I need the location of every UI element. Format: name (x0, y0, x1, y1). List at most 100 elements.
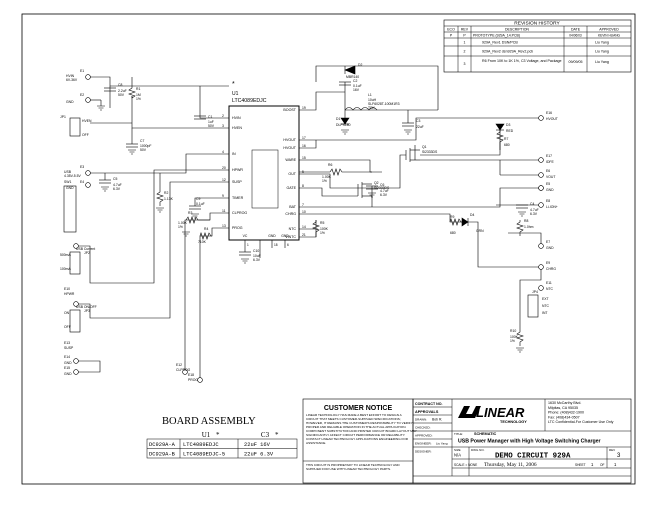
test-point-pad (85, 182, 91, 188)
q1-label: Q1 (422, 145, 427, 149)
d4-led (461, 217, 469, 227)
test-point-pad (73, 243, 79, 249)
e18-label: E18 (188, 373, 194, 377)
test-point-pad (73, 358, 79, 364)
d4-part: GRN (476, 229, 484, 233)
r7-label: R7 (504, 137, 508, 141)
u1-pin-out-num-4: 5 (302, 170, 304, 174)
u1-pin-out-name-4: OUT (288, 172, 296, 176)
u1-pin-ntc-num-8: 14 (302, 225, 306, 229)
e9-net: CHRG (546, 267, 556, 271)
jp1-off: OFF (82, 133, 89, 137)
e11-net: NTC (546, 287, 554, 291)
e5-label: E5 (546, 182, 550, 186)
e17-net: IDFE (546, 160, 554, 164)
rev-col-date: DATE (571, 28, 581, 32)
sheet-label: SHEET (575, 463, 586, 467)
r9-resistor (449, 218, 462, 226)
u1-pin-clprog-name: CLPROG (232, 211, 247, 215)
c1-capacitor (194, 115, 206, 120)
u1-pin-boost-num-0: 19 (302, 106, 306, 110)
u1-part: LTC4089EDJC (232, 98, 267, 104)
d1-label: D1 (336, 117, 340, 121)
test-point-pad (197, 377, 203, 383)
test-point-pad (85, 97, 91, 103)
title-text: USB Power Manager with High Voltage Swit… (458, 439, 601, 445)
rev0-desc: PROTOTYPE (929A_14.PCB) (473, 34, 520, 38)
jp3-off: OFF (64, 325, 71, 329)
engineer-label: ENGINEER: (415, 442, 432, 446)
c8-label: C8 (118, 83, 122, 87)
u1-pin-bottom-name-1: GND (268, 234, 276, 238)
u1-pin-hvin-num: 2 (222, 114, 224, 118)
u1-pin-hvout-num-1: 17 (302, 136, 306, 140)
r4-val: 710K (198, 240, 207, 244)
r6-label: R6 (328, 163, 332, 167)
c4-label: C4 (530, 202, 534, 206)
u1-star: * (232, 81, 235, 88)
r3-resistor (185, 216, 210, 224)
title-kind: SCHEMATIC (474, 432, 497, 436)
rev2-approved: Liu Yang (595, 50, 609, 54)
rev0-approved: KEVIN HUANG (598, 34, 620, 38)
r2-resistor (156, 190, 164, 206)
r2-label: R2 (164, 191, 168, 195)
rev1-rev: 1 (464, 41, 466, 45)
r6-resistor (329, 168, 370, 176)
u1-pin-hvout-name-1: HVOUT (283, 138, 296, 142)
r8-label: R8 (524, 219, 528, 223)
rev-value: 3 (617, 453, 621, 459)
r1-resistor (128, 86, 136, 99)
test-point-pad (182, 369, 188, 375)
e11-label: E11 (546, 281, 552, 285)
c3-capacitor (402, 122, 414, 127)
u1-pin-hvout-name-2: HVOUT (283, 146, 296, 150)
d2-diode (344, 65, 356, 75)
e8-label: E8 (546, 199, 550, 203)
d2-label: D2 (358, 63, 362, 67)
r5-label: R5 (320, 221, 324, 225)
r4-label: R4 (204, 227, 208, 231)
drawn-label: DRAWN: (415, 418, 427, 422)
date-value: Thursday, May 11, 2006 (484, 462, 537, 468)
u1-pin-susp-num: 12 (222, 178, 226, 182)
r3-label: R3 (188, 211, 192, 215)
ba-row1-u1: LTC4089EDJC-5 (183, 452, 225, 458)
customer-notice-footer: THIS CIRCUIT IS PROPRIETARY TO LINEAR TE… (306, 463, 400, 471)
c2-capacitor (339, 81, 351, 86)
e6-label: E6 (546, 169, 550, 173)
e15-net: GND (64, 372, 72, 376)
size-label: SIZE (454, 448, 461, 452)
u1-pin-in-num: 4 (222, 150, 224, 154)
e13-net: SUSP (64, 346, 74, 350)
sheet-total: 1 (614, 462, 617, 467)
ba-star-c3: * (275, 431, 279, 439)
u1-pin-hpwr-num: 20 (222, 166, 226, 170)
u1-pin-hvout-num-2: 16 (302, 144, 306, 148)
title-block: CONTRACT NO. APPROVALS DRAWN: Bob R. CHE… (412, 398, 632, 484)
u1-pin-bat-num-6: 7 (302, 203, 304, 207)
e7-net: GND (546, 246, 554, 250)
rev3-rev: 3 (464, 62, 466, 66)
jp4-ext: EXT (542, 297, 549, 301)
company-name: LINEAR (476, 405, 525, 420)
r7-resistor (496, 130, 504, 150)
u1-pin-clprog-num: 11 (222, 209, 226, 213)
l1-inductor (344, 107, 378, 111)
rev-col-eco: ECO (447, 28, 455, 32)
e8-net: Li-ION+ (546, 205, 558, 209)
c9-label: C9 (196, 197, 200, 201)
u1-pin-vintc-num-9: 21 (302, 233, 306, 237)
u1-pin-ware-name-3: WARE (285, 158, 296, 162)
jp1-jumper (69, 117, 81, 137)
r5-resistor (312, 220, 320, 237)
dwg-no: DEMO CIRCUIT 929A (495, 453, 571, 461)
c5-label: C5 (113, 177, 117, 181)
u1-pin-chrg-num-7: 10 (302, 210, 306, 214)
